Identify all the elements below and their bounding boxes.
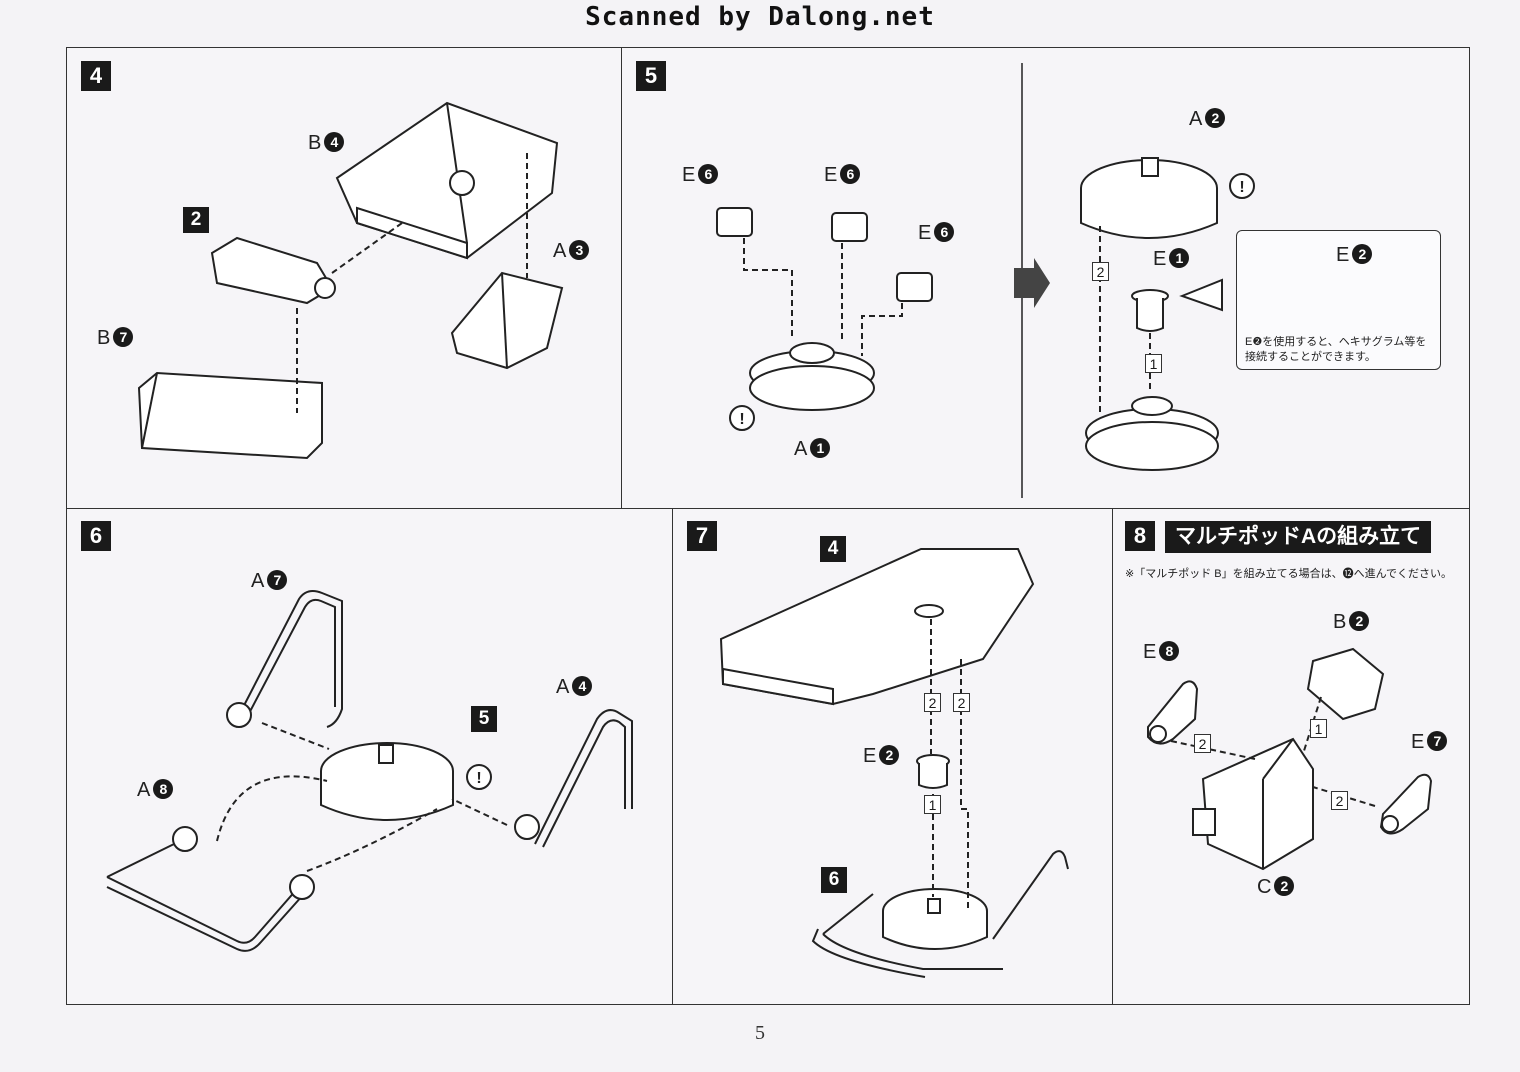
scanner-credit: Scanned by Dalong.net	[585, 2, 935, 32]
step-number: 7	[687, 521, 717, 551]
sequence-step-2a: 2	[924, 693, 941, 712]
step-8-illustration	[1147, 647, 1433, 871]
sequence-step-1: 1	[924, 795, 941, 814]
section-note: ※「マルチポッド B」を組み立てる場合は、⓬へ進んでください。	[1125, 568, 1453, 580]
step-7-illustration	[719, 548, 1069, 978]
sequence-step-2: 2	[1092, 262, 1109, 281]
step-8-panel: 8 マルチポッドAの組み立て ※「マルチポッド B」を組み立てる場合は、⓬へ進ん…	[1112, 508, 1470, 1005]
sequence-step-2b: 2	[1331, 791, 1348, 810]
alternate-part-callout	[1236, 230, 1441, 370]
step-number: 4	[81, 61, 111, 91]
sequence-step-2b: 2	[953, 693, 970, 712]
svg-text:!: !	[739, 411, 744, 428]
step-6-illustration: !	[106, 590, 633, 952]
step-6-panel: 6 !	[66, 508, 673, 1005]
step-number: 6	[81, 521, 111, 551]
step-number: 5	[636, 61, 666, 91]
subassembly-tag-6: 6	[821, 867, 847, 893]
subassembly-tag-4: 4	[820, 536, 846, 562]
callout-note-line-1: E❷を使用すると、ヘキサグラム等を	[1245, 336, 1427, 348]
step-5-illustration: ! !	[716, 63, 1365, 498]
callout-note-line-2: 接続することができます。	[1245, 351, 1376, 363]
step-number: 8	[1125, 521, 1155, 551]
sequence-step-2a: 2	[1194, 734, 1211, 753]
step-5-panel: 5	[621, 47, 1470, 509]
subassembly-tag-2: 2	[183, 207, 209, 233]
page-number: 5	[755, 1022, 765, 1044]
sequence-step-1: 1	[1145, 354, 1162, 373]
subassembly-tag-5: 5	[471, 706, 497, 732]
sequence-step-1: 1	[1310, 719, 1327, 738]
step-4-illustration	[137, 101, 564, 460]
section-title: マルチポッドAの組み立て	[1165, 521, 1432, 553]
svg-text:!: !	[1239, 179, 1244, 196]
svg-text:!: !	[476, 770, 481, 787]
